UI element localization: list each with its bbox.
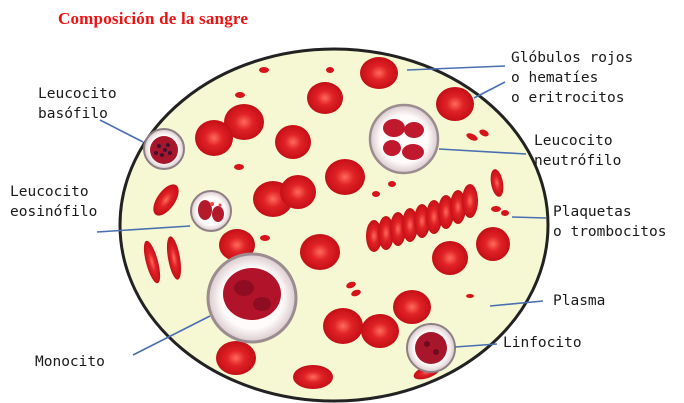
- eosinophil-cell: [191, 191, 231, 231]
- platelet: [491, 206, 501, 212]
- label-monocito: Monocito: [35, 352, 105, 372]
- red-blood-cell: [476, 227, 510, 261]
- stacked-red-cell: [462, 184, 478, 218]
- red-blood-cell: [436, 87, 474, 121]
- eosinophil-nucleus: [198, 200, 212, 220]
- label-neutrofilo-line-2: neutrófilo: [534, 151, 621, 171]
- label-plaquetas: Plaquetas o trombocitos: [553, 202, 667, 242]
- platelet: [234, 164, 244, 170]
- label-monocito-line-1: Monocito: [35, 352, 105, 372]
- platelet: [260, 235, 270, 241]
- label-basofilo: Leucocito basófilo: [38, 84, 117, 124]
- red-blood-cell: [325, 159, 365, 195]
- red-blood-cell: [216, 341, 256, 375]
- platelet: [372, 191, 380, 197]
- red-blood-cell: [280, 175, 316, 209]
- label-neutrofilo-line-1: Leucocito: [534, 131, 621, 151]
- basophil-cell: [144, 129, 184, 169]
- red-blood-cell: [432, 241, 468, 275]
- label-globulos-rojos: Glóbulos rojos o hematíes o eritrocitos: [511, 48, 633, 108]
- label-neutrofilo: Leucocito neutrófilo: [534, 131, 621, 171]
- red-blood-cell: [323, 308, 363, 344]
- lymphocyte-nucleus: [415, 332, 447, 364]
- label-plaquetas-line-1: Plaquetas: [553, 202, 667, 222]
- platelet: [501, 210, 509, 216]
- monocyte-cell: [208, 254, 296, 342]
- red-blood-cell: [275, 125, 311, 159]
- label-globulos-line-2: o hematíes: [511, 68, 633, 88]
- label-globulos-line-1: Glóbulos rojos: [511, 48, 633, 68]
- red-blood-cell: [360, 57, 398, 89]
- platelet: [235, 92, 245, 98]
- lymphocyte-cell: [407, 324, 455, 372]
- platelet: [388, 181, 396, 187]
- label-basofilo-line-2: basófilo: [38, 104, 117, 124]
- pointer-plaquetas: [512, 217, 546, 218]
- label-globulos-line-3: o eritrocitos: [511, 88, 633, 108]
- neutrophil-cell: [370, 105, 438, 173]
- label-plaquetas-line-2: o trombocitos: [553, 222, 667, 242]
- red-blood-cell: [307, 82, 343, 114]
- label-linfocito: Linfocito: [503, 333, 582, 353]
- label-eosinofilo: Leucocito eosinófilo: [10, 182, 97, 222]
- label-basofilo-line-1: Leucocito: [38, 84, 117, 104]
- label-linfocito-line-1: Linfocito: [503, 333, 582, 353]
- red-blood-cell: [293, 365, 333, 389]
- platelet: [466, 294, 474, 298]
- red-blood-cell: [195, 120, 233, 156]
- red-blood-cell: [300, 234, 340, 270]
- neutrophil-nucleus: [383, 119, 405, 137]
- label-plasma: Plasma: [553, 291, 605, 311]
- monocyte-nucleus: [223, 268, 281, 320]
- red-blood-cell: [361, 314, 399, 348]
- label-plasma-line-1: Plasma: [553, 291, 605, 311]
- platelet: [259, 67, 269, 73]
- platelet: [326, 67, 334, 73]
- pointer-globulos-rojos-2: [474, 82, 505, 98]
- label-eosinofilo-line-1: Leucocito: [10, 182, 97, 202]
- red-blood-cell: [393, 290, 431, 324]
- label-eosinofilo-line-2: eosinófilo: [10, 202, 97, 222]
